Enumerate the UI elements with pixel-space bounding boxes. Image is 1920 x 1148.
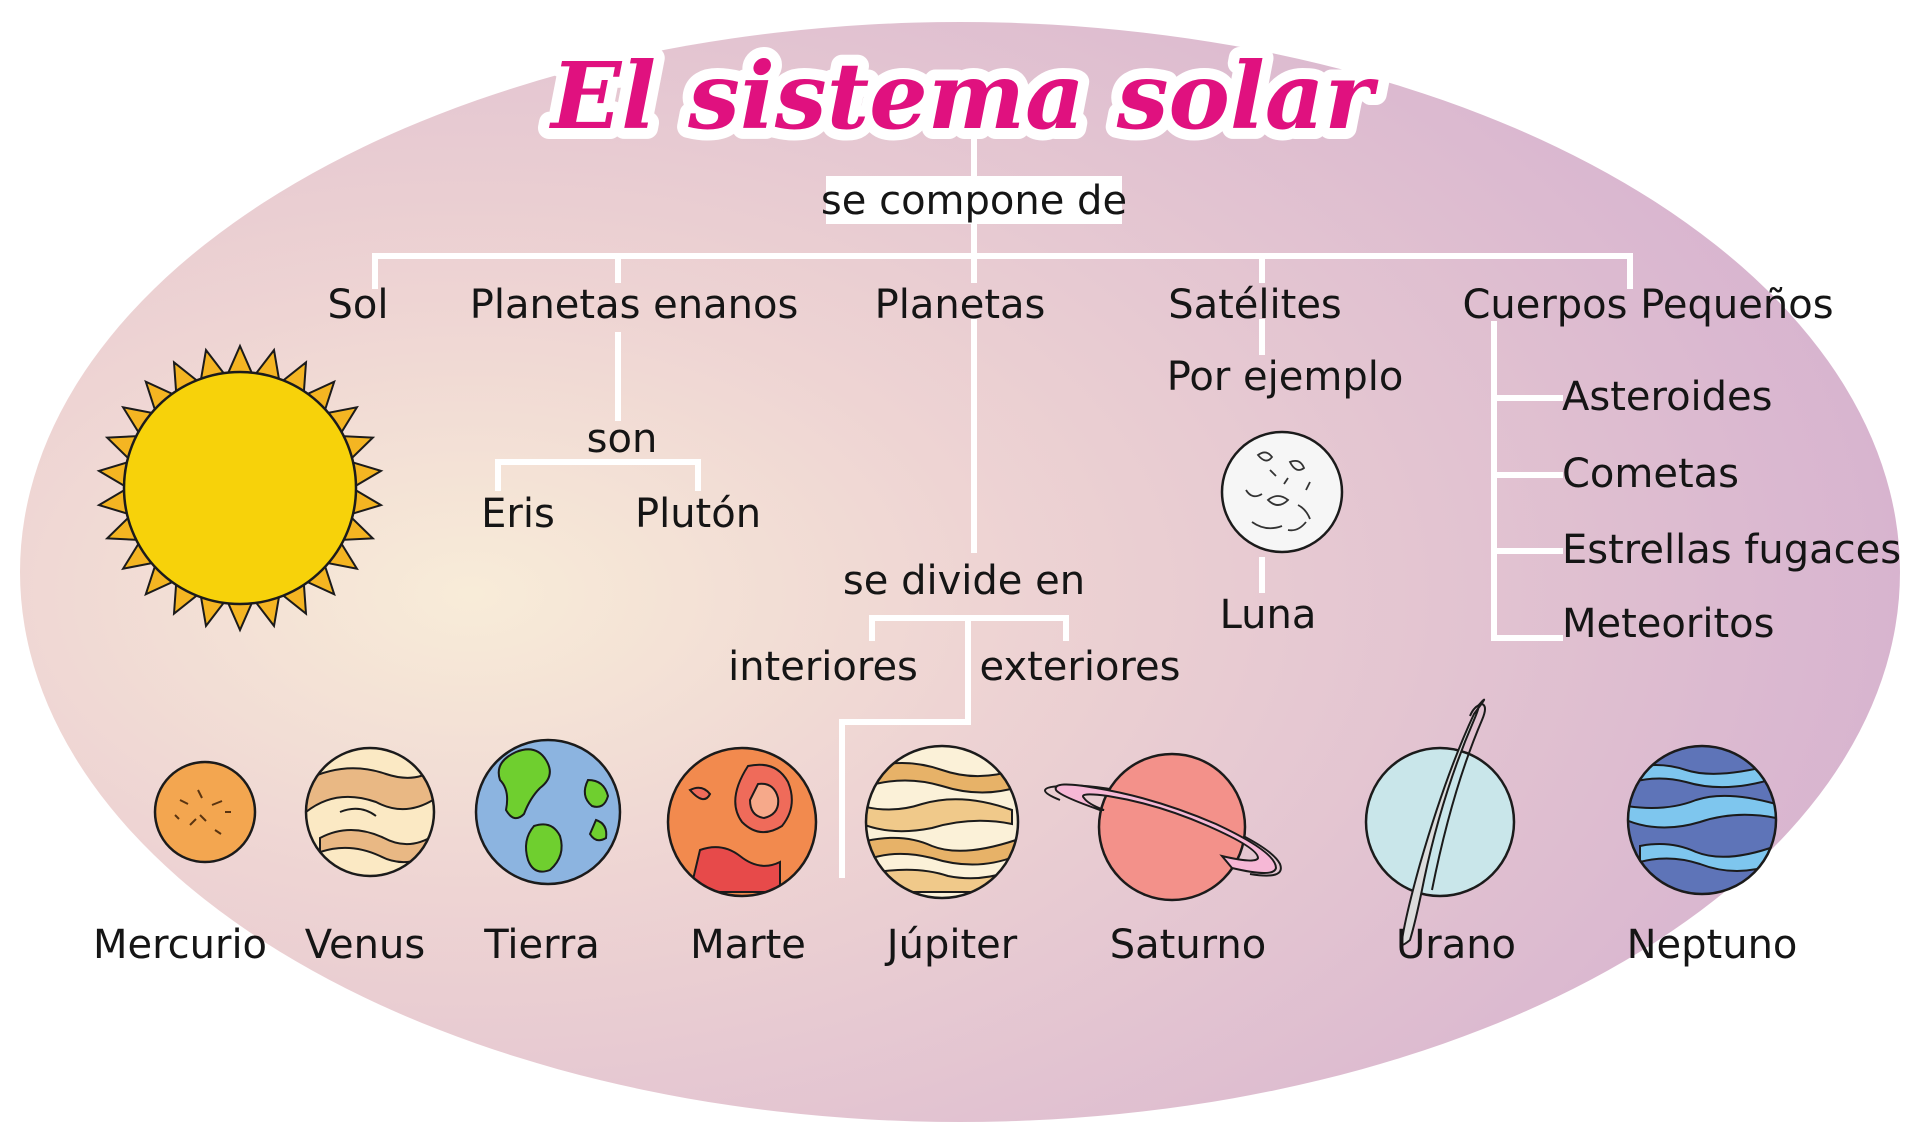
planet-label-venus: Venus [305,922,425,968]
category-satelites: Satélites [1168,282,1342,328]
small-body-asteroides: Asteroides [1562,374,1773,420]
connector-compose-label: se compone de [821,178,1127,224]
page-title: El sistema solar [548,42,1379,150]
category-planetas: Planetas [875,282,1046,328]
connector-label-bg [826,176,1122,224]
category-cuerpos-pequenos: Cuerpos Pequeños [1462,282,1833,328]
moon-icon [1220,430,1344,554]
small-body-estrellas-fugaces: Estrellas fugaces [1562,527,1901,573]
planets-inner-label: interiores [728,644,918,690]
connector-lines [372,132,1633,878]
mercury-icon [153,760,257,864]
small-body-meteoritos: Meteoritos [1562,601,1774,647]
planets-outer-label: exteriores [980,644,1181,690]
dwarf-connector-label: son [587,416,658,462]
planet-label-jupiter: Júpiter [884,922,1018,968]
dwarf-item-eris: Eris [481,491,555,537]
satellite-example-luna: Luna [1220,592,1317,638]
jupiter-icon [864,744,1020,900]
small-body-cometas: Cometas [1562,451,1739,497]
planets-connector-label: se divide en [843,558,1085,604]
dwarf-item-pluton: Plutón [635,491,761,537]
saturn-icon [1044,752,1282,902]
earth-icon [474,738,622,886]
category-sol: Sol [328,282,389,328]
sun-icon [96,343,384,633]
planet-label-mercurio: Mercurio [93,922,267,968]
venus-icon [304,746,436,878]
satellite-connector-label: Por ejemplo [1167,354,1404,400]
uranus-icon [1364,698,1516,946]
planet-label-saturno: Saturno [1110,922,1267,968]
neptune-icon [1626,744,1778,896]
planet-label-neptuno: Neptuno [1627,922,1798,968]
planet-label-marte: Marte [690,922,806,968]
planet-label-urano: Urano [1396,922,1516,968]
category-planetas-enanos: Planetas enanos [470,282,799,328]
planet-label-tierra: Tierra [483,922,600,968]
mars-icon [666,746,818,898]
